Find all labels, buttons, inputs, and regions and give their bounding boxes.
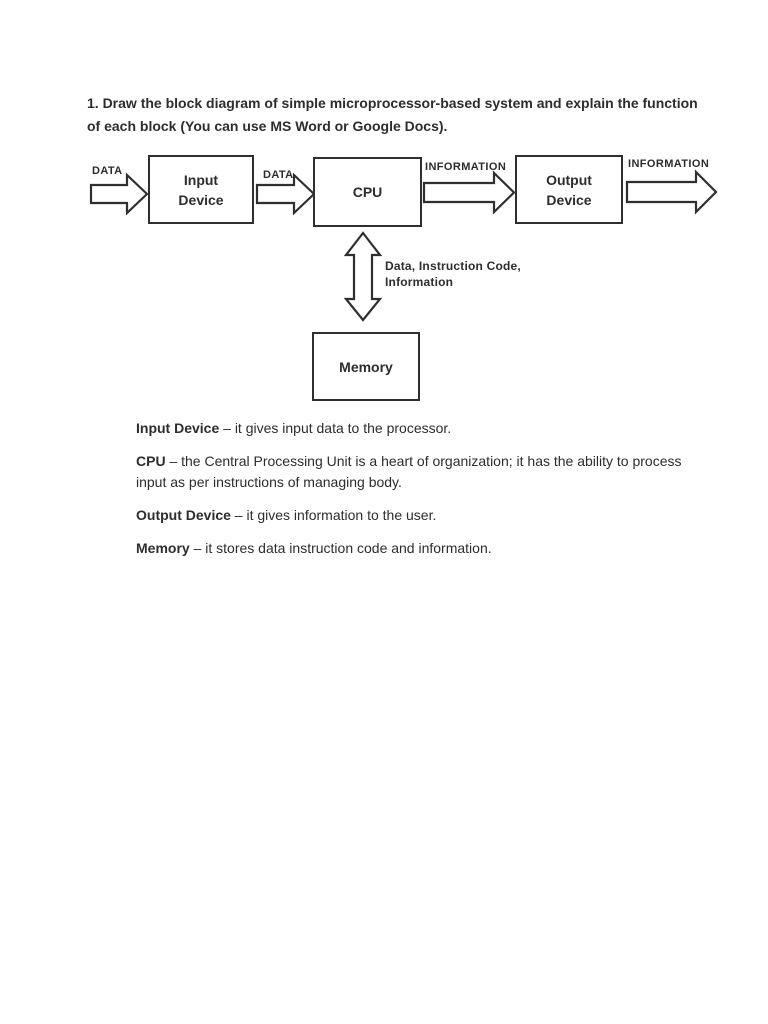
explanation-output-device: Output Device – it gives information to … [136, 505, 751, 526]
explanations-section: Input Device – it gives input data to th… [136, 418, 751, 571]
bus-label-line-2: Information [385, 275, 454, 289]
information-out-arrow [625, 169, 718, 215]
explanation-input-device: Input Device – it gives input data to th… [136, 418, 751, 439]
information-to-output-label: INFORMATION [425, 161, 507, 173]
explanation-memory: Memory – it stores data instruction code… [136, 538, 751, 559]
bus-label-line-1: Data, Instruction Code, [385, 259, 521, 273]
question-line-1: 1. Draw the block diagram of simple micr… [87, 95, 698, 111]
information-out-label: INFORMATION [628, 158, 710, 170]
explanation-term: Output Device [136, 507, 231, 523]
output-device-label: Output Device [546, 171, 592, 208]
data-input-arrow [89, 172, 149, 216]
memory-label: Memory [339, 358, 393, 375]
explanation-term: Input Device [136, 420, 220, 436]
memory-block: Memory [312, 332, 420, 401]
explanation-continuation: input as per instructions of managing bo… [136, 474, 402, 490]
question-line-2: of each block (You can use MS Word or Go… [87, 118, 448, 134]
input-device-label: Input Device [178, 171, 224, 208]
output-device-block: Output Device [515, 155, 623, 224]
question-text: 1. Draw the block diagram of simple micr… [87, 92, 727, 138]
explanation-text: – it gives information to the user. [230, 507, 437, 523]
cpu-label: CPU [352, 184, 383, 200]
input-device-block: Input Device [148, 155, 254, 224]
explanation-term: CPU [136, 453, 166, 469]
data-in-label: DATA [92, 165, 123, 177]
explanation-text: – it stores data instruction code and in… [189, 540, 492, 556]
information-output-arrow [422, 170, 516, 215]
data-to-cpu-label: DATA [263, 169, 294, 181]
bus-label: Data, Instruction Code, Information [385, 258, 521, 290]
cpu-memory-double-arrow [343, 231, 383, 322]
cpu-block: CPU [313, 157, 422, 227]
explanation-term: Memory [136, 540, 190, 556]
explanation-cpu: CPU – the Central Processing Unit is a h… [136, 451, 751, 493]
explanation-text: – it gives input data to the processor. [219, 420, 452, 436]
explanation-text: – the Central Processing Unit is a heart… [165, 453, 682, 469]
